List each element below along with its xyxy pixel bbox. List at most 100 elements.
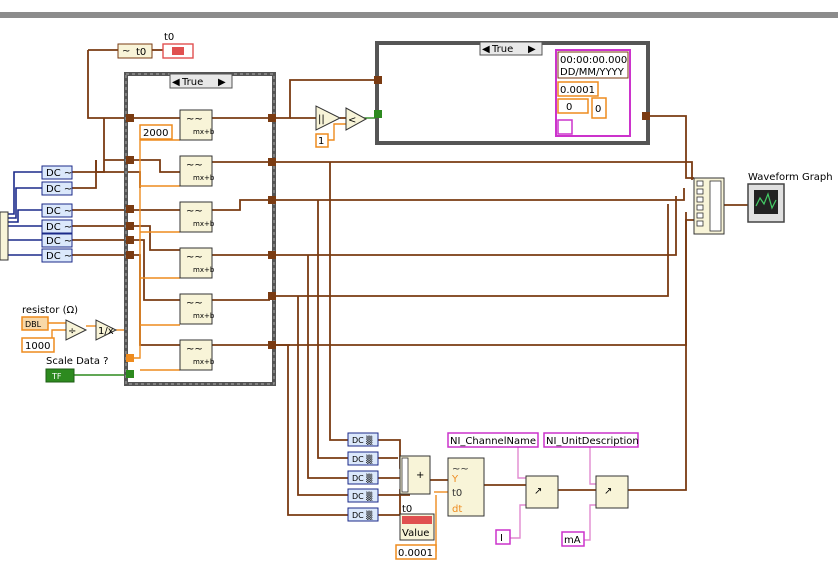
lower-unbundle-1[interactable]: DC ▒ (347, 432, 379, 447)
timestamp-constant[interactable]: 00:00:00.000 (560, 55, 627, 66)
svg-text:DC ▒: DC ▒ (352, 510, 373, 520)
build-waveform-cluster[interactable]: 00:00:00.000 DD/MM/YYYY 0.0001 0 0 (555, 49, 631, 137)
lower-unbundle-5[interactable]: DC ▒ (347, 507, 379, 522)
t0-indicator[interactable] (162, 43, 194, 59)
svg-text:mx+b: mx+b (193, 220, 215, 228)
svg-text:mx+b: mx+b (193, 358, 215, 366)
lower-unbundle-group: DC ▒ DC ▒ DC ▒ DC ▒ DC ▒ (347, 432, 379, 522)
svg-text:1/x: 1/x (98, 326, 114, 337)
svg-text:~~: ~~ (186, 206, 203, 217)
svg-text:2000: 2000 (143, 128, 168, 139)
case-right-arrow-icon[interactable]: ▶ (218, 77, 226, 88)
top-case-selector-terminal (374, 110, 382, 118)
svg-text:~~: ~~ (452, 464, 469, 475)
build-array-node[interactable] (693, 177, 725, 235)
case-left-arrow-icon[interactable]: ◀ (172, 77, 180, 88)
channel-unbundle-group: DC ~ DC ~ DC ~ DC ~ DC ~ DC ~ (0, 165, 73, 263)
scale-vi-2[interactable]: ~~mx+b (179, 155, 215, 187)
top-toolbar-strip (0, 12, 838, 18)
svg-text:mx+b: mx+b (193, 266, 215, 274)
case-tunnels-left (126, 114, 134, 378)
top-case-selector[interactable]: ◀ True ▶ (479, 41, 543, 56)
main-case-value: True (181, 77, 203, 88)
svg-text:+: + (416, 470, 424, 481)
array-value-zero[interactable]: 0 (595, 104, 601, 115)
dt-bottom-constant[interactable]: 0.0001 (395, 544, 437, 560)
top-case-right-arrow-icon[interactable]: ▶ (528, 44, 536, 55)
svg-text:~~: ~~ (186, 252, 203, 263)
unbundle-node-5[interactable]: DC ~ (41, 233, 73, 248)
t0-node-top[interactable]: ~ t0 (117, 43, 153, 59)
svg-text:NI_ChannelName: NI_ChannelName (450, 436, 536, 447)
unit-description-constant[interactable]: NI_UnitDescription (543, 432, 639, 448)
less-than-node[interactable]: < (345, 107, 368, 131)
svg-text:1000: 1000 (25, 341, 50, 352)
svg-text:DC ~: DC ~ (46, 184, 72, 195)
set-attribute-node-1[interactable]: ↗ (525, 475, 559, 509)
scale-vi-5[interactable]: ~~ mx+b (179, 293, 215, 325)
svg-text:DC ▒: DC ▒ (352, 435, 373, 445)
t0-indicator-label: t0 (164, 32, 174, 43)
svg-text:DC ~: DC ~ (46, 222, 72, 233)
svg-text:<: < (348, 115, 356, 126)
channel-name-constant[interactable]: NI_ChannelName (447, 432, 539, 448)
scale-vi-4[interactable]: ~~ mx+b (179, 247, 215, 279)
scale-vi-3[interactable]: ~~ mx+b (179, 201, 215, 233)
unbundle-node-4[interactable]: DC ~ (41, 219, 73, 234)
scale-data-control[interactable]: TF (45, 368, 75, 383)
svg-text:÷: ÷ (68, 326, 76, 337)
scale-vi-6[interactable]: ~~mx+b (179, 339, 215, 371)
compound-add-node[interactable]: + (399, 455, 431, 495)
svg-text:DC ▒: DC ▒ (352, 473, 373, 483)
top-case-left-arrow-icon[interactable]: ◀ (482, 44, 490, 55)
svg-text:NI_UnitDescription: NI_UnitDescription (546, 436, 639, 447)
date-format-constant: DD/MM/YYYY (560, 67, 625, 78)
svg-text:||: || (318, 114, 325, 125)
unbundle-node-3[interactable]: DC ~ (41, 203, 73, 218)
unbundle-node-6[interactable]: DC ~ (41, 248, 73, 263)
scale-data-label: Scale Data ? (46, 356, 108, 367)
svg-text:1: 1 (318, 136, 324, 147)
svg-text:mx+b: mx+b (193, 128, 215, 136)
array-index-zero[interactable]: 0 (566, 102, 572, 113)
lower-unbundle-2[interactable]: DC ▒ (347, 451, 379, 466)
build-waveform-node[interactable]: ~~ Y t0 dt (447, 457, 485, 517)
case-tunnels-right (268, 114, 276, 349)
svg-text:DC ▒: DC ▒ (352, 491, 373, 501)
svg-text:DC ~: DC ~ (46, 251, 72, 262)
constant-1000[interactable]: 1000 (21, 337, 55, 353)
svg-text:DBL: DBL (25, 320, 42, 329)
resistor-control[interactable]: DBL (21, 316, 49, 331)
lower-unbundle-3[interactable]: DC ▒ (347, 470, 379, 485)
svg-text:TF: TF (51, 372, 62, 381)
wires (0, 49, 748, 552)
reciprocal-node[interactable]: 1/x (95, 319, 118, 341)
waveform-graph-terminal[interactable] (747, 183, 785, 223)
unit-mA-constant[interactable]: mA (561, 531, 585, 547)
unit-I-constant[interactable]: I (495, 529, 511, 545)
increment-node[interactable]: || (315, 105, 342, 131)
svg-text:DC ~: DC ~ (46, 168, 72, 179)
dt-top-constant[interactable]: 0.0001 (560, 85, 595, 96)
top-case-tunnel-out (642, 112, 650, 120)
constant-1[interactable]: 1 (315, 133, 329, 148)
scale-vi-1[interactable]: ~~ mx+b (179, 109, 215, 141)
lower-unbundle-4[interactable]: DC ▒ (347, 488, 379, 503)
svg-text:mA: mA (564, 535, 581, 546)
svg-text:~~: ~~ (186, 114, 203, 125)
main-case-selector[interactable]: ◀ True ▶ (169, 73, 233, 89)
svg-text:Y: Y (451, 474, 459, 485)
constant-2000[interactable]: 2000 (139, 124, 173, 140)
divide-node[interactable]: ÷ (65, 319, 88, 341)
unbundle-node-2[interactable]: DC ~ (41, 181, 73, 196)
t0-property-node[interactable]: Value (399, 513, 435, 541)
svg-text:~~: ~~ (186, 298, 203, 309)
unbundle-node-1[interactable]: DC ~ (41, 165, 73, 180)
set-attribute-node-2[interactable]: ↗ (595, 475, 629, 509)
svg-text:mx+b: mx+b (193, 312, 215, 320)
svg-text:dt: dt (452, 504, 462, 515)
svg-text:DC ~: DC ~ (46, 236, 72, 247)
svg-text:0.0001: 0.0001 (398, 548, 433, 559)
top-case-tunnel-in (374, 76, 382, 84)
svg-text:~~: ~~ (186, 160, 203, 171)
